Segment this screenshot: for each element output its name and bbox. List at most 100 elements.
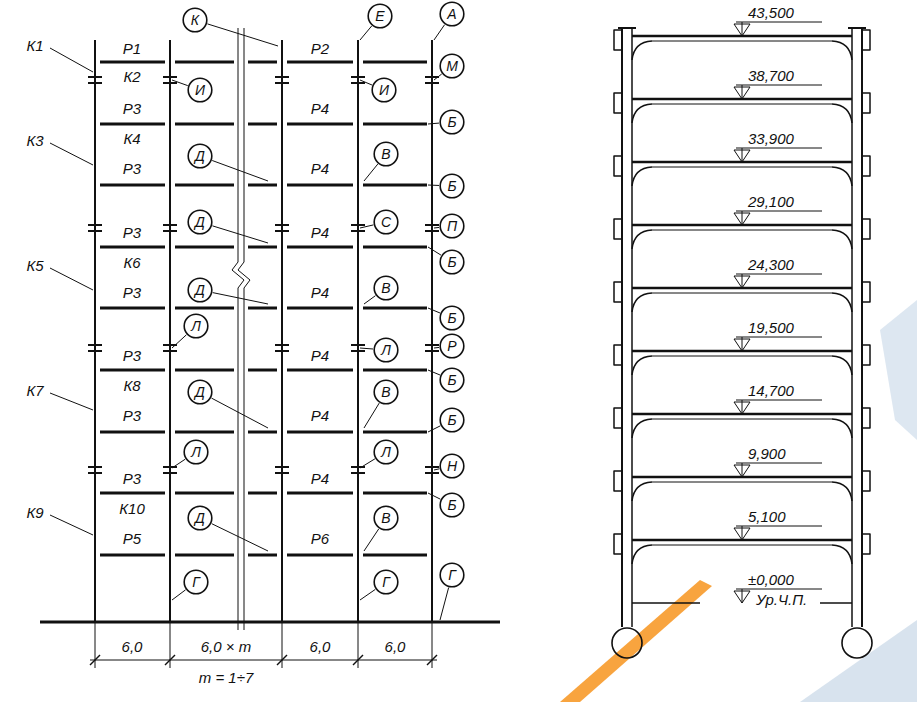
beam-line bbox=[287, 307, 353, 310]
member-mark: Р3 bbox=[123, 284, 141, 301]
level-underline bbox=[736, 463, 822, 464]
beam-line bbox=[363, 369, 427, 372]
column-splice bbox=[425, 224, 439, 226]
callout-letter: Б bbox=[447, 497, 456, 513]
circle-outline bbox=[374, 142, 398, 166]
circle-outline bbox=[440, 110, 464, 134]
dimension-tick bbox=[353, 655, 363, 665]
haunch-curve bbox=[632, 104, 652, 123]
beam-line bbox=[175, 554, 234, 557]
elevation-mark: ±0,000 bbox=[748, 571, 794, 588]
leader-line bbox=[172, 80, 188, 86]
callout-circle: И bbox=[371, 77, 397, 103]
callout-letter: Б bbox=[447, 412, 456, 428]
callout-letter: П bbox=[447, 218, 457, 234]
column-splice bbox=[88, 230, 102, 232]
beam-line bbox=[100, 554, 165, 557]
leader-line bbox=[434, 347, 439, 349]
level-underline bbox=[736, 274, 822, 275]
callout-letter: Д bbox=[195, 214, 205, 230]
beam-line bbox=[175, 61, 234, 64]
column-splice bbox=[351, 344, 365, 346]
leader-line bbox=[364, 529, 379, 551]
circle-outline bbox=[374, 210, 398, 234]
callout-letter: Л bbox=[191, 318, 201, 334]
column-splice bbox=[425, 466, 439, 468]
callout-circle: К bbox=[182, 7, 208, 33]
column-splice bbox=[275, 344, 289, 346]
callout-circle: И bbox=[187, 77, 213, 103]
member-mark: Р4 bbox=[311, 347, 329, 364]
column-splice bbox=[351, 82, 365, 84]
elevation-mark: 29,100 bbox=[748, 193, 794, 210]
level-triangle bbox=[734, 528, 750, 540]
member-mark: Р3 bbox=[123, 160, 141, 177]
column-splice bbox=[351, 350, 365, 352]
column-splice bbox=[88, 350, 102, 352]
level-triangle bbox=[734, 24, 750, 36]
beam-line bbox=[363, 123, 427, 126]
leader-line bbox=[428, 370, 440, 375]
callout-circle: Б bbox=[439, 109, 465, 135]
leader-line bbox=[212, 524, 268, 551]
break-line bbox=[232, 28, 244, 630]
callout-circle: Д bbox=[187, 143, 213, 169]
slab-line bbox=[652, 545, 832, 546]
axis-circle bbox=[842, 628, 872, 658]
haunch-curve bbox=[832, 545, 852, 564]
beam-line bbox=[100, 492, 165, 495]
level-underline bbox=[736, 85, 822, 86]
column-splice bbox=[88, 472, 102, 474]
leader-line bbox=[207, 24, 278, 46]
beam-line bbox=[287, 123, 353, 126]
leader-line bbox=[428, 247, 441, 255]
beam-line bbox=[363, 246, 427, 249]
circle-outline bbox=[368, 4, 392, 28]
member-mark: Р3 bbox=[123, 407, 141, 424]
circle-outline bbox=[374, 570, 398, 594]
beam-line bbox=[287, 369, 353, 372]
leader-line bbox=[50, 268, 93, 290]
console-notch bbox=[862, 471, 870, 491]
beam-line bbox=[175, 123, 234, 126]
callout-letter: И bbox=[379, 82, 389, 98]
column-splice bbox=[351, 224, 365, 226]
leader-line bbox=[212, 226, 268, 243]
haunch-curve bbox=[832, 230, 852, 249]
dimension-label: 6,0 bbox=[122, 638, 143, 655]
column-cap bbox=[618, 27, 636, 29]
column-splice bbox=[163, 230, 177, 232]
circle-outline bbox=[188, 278, 212, 302]
column-line bbox=[281, 40, 283, 622]
haunch-curve bbox=[632, 41, 652, 60]
callout-circle: Д bbox=[187, 379, 213, 405]
member-mark: Р4 bbox=[311, 470, 329, 487]
callout-letter: Л bbox=[191, 444, 201, 460]
beam-line bbox=[248, 492, 277, 495]
leader-line bbox=[434, 469, 439, 470]
console-notch bbox=[614, 156, 622, 176]
callout-letter: В bbox=[381, 510, 390, 526]
column-splice bbox=[275, 82, 289, 84]
leader-line bbox=[428, 493, 440, 499]
column-line bbox=[169, 40, 171, 622]
beam-line bbox=[175, 369, 234, 372]
callout-letter: Г bbox=[192, 574, 200, 590]
beam-line bbox=[363, 307, 427, 310]
elevation-mark: 9,900 bbox=[748, 445, 786, 462]
circle-outline bbox=[440, 563, 464, 587]
slab-line bbox=[652, 293, 832, 294]
beam-line bbox=[248, 61, 277, 64]
column-line bbox=[431, 40, 433, 622]
dimension-label: 6,0 bbox=[310, 638, 331, 655]
slab-line bbox=[652, 41, 832, 42]
member-mark: К10 bbox=[119, 500, 145, 517]
haunch-curve bbox=[632, 419, 652, 438]
circle-outline bbox=[374, 338, 398, 362]
column-splice bbox=[351, 472, 365, 474]
circle-outline bbox=[188, 78, 212, 102]
circle-outline bbox=[188, 210, 212, 234]
callout-letter: С bbox=[381, 214, 391, 230]
callout-circle: Б bbox=[439, 407, 465, 433]
